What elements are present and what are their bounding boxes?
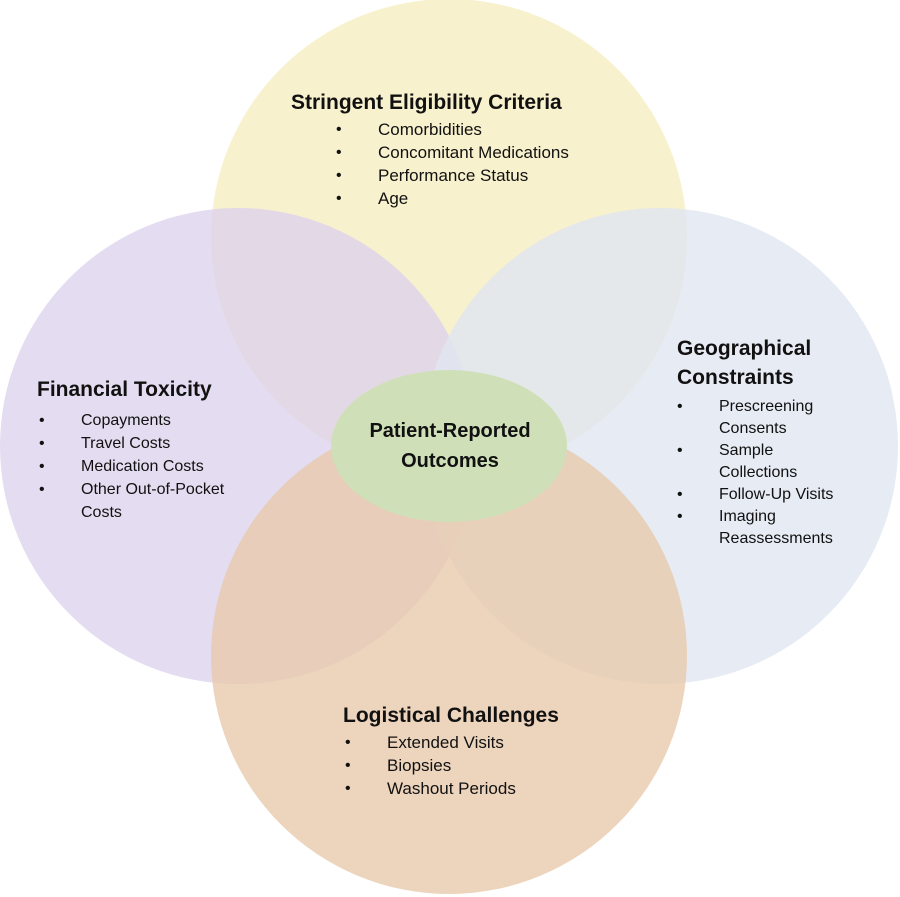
eligibility-criteria-block: Stringent Eligibility Criteria Comorbidi… [291,90,631,210]
list-item: Concomitant Medications [336,141,631,164]
list-item: Follow-Up Visits [677,484,877,506]
center-label-line1: Patient-Reported [369,420,531,442]
logistical-challenges-list: Extended Visits Biopsies Washout Periods [345,731,623,800]
list-item: Prescreening Consents [677,396,829,440]
center-oval [331,370,567,522]
logistical-challenges-title: Logistical Challenges [343,704,559,727]
list-item: Travel Costs [39,432,297,455]
list-item: Biopsies [345,754,623,777]
list-item: Washout Periods [345,777,623,800]
list-item: Sample Collections [677,440,829,484]
geographical-constraints-block: Geographical Constraints Prescreening Co… [677,334,877,550]
geographical-constraints-title-line1: Geographical [677,337,812,360]
list-item: Extended Visits [345,731,623,754]
list-item: Comorbidities [336,118,631,141]
patient-reported-outcomes-label: Patient-Reported Outcomes [330,371,570,521]
financial-toxicity-title: Financial Toxicity [37,378,212,401]
list-item: Age [336,187,631,210]
center-label-line2: Outcomes [401,450,499,472]
financial-toxicity-block: Financial Toxicity Copayments Travel Cos… [37,377,297,524]
list-item: Medication Costs [39,455,297,478]
eligibility-criteria-title: Stringent Eligibility Criteria [291,91,562,114]
list-item: Imaging Reassessments [677,506,849,550]
logistical-challenges-block: Logistical Challenges Extended Visits Bi… [343,703,623,800]
list-item: Other Out-of-Pocket Costs [39,478,261,524]
list-item: Copayments [39,409,297,432]
geographical-constraints-title-line2: Constraints [677,366,794,389]
geographical-constraints-list: Prescreening Consents Sample Collections… [677,396,877,550]
list-item: Performance Status [336,164,631,187]
geographical-constraints-title: Geographical Constraints [677,334,877,392]
financial-toxicity-list: Copayments Travel Costs Medication Costs… [39,409,297,524]
eligibility-criteria-list: Comorbidities Concomitant Medications Pe… [336,118,631,210]
